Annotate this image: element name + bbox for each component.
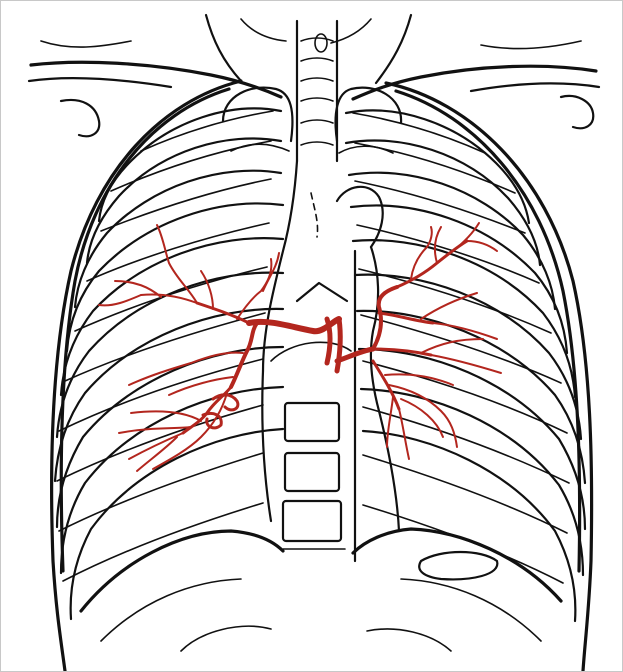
neck-and-clavicles [29, 15, 599, 161]
mediastinum [262, 161, 399, 561]
left-ribs [55, 108, 283, 619]
pulmonary-vessels [99, 223, 501, 471]
diaphragm [81, 529, 561, 651]
right-ribs [346, 110, 585, 621]
thoracic-outline [52, 81, 592, 671]
